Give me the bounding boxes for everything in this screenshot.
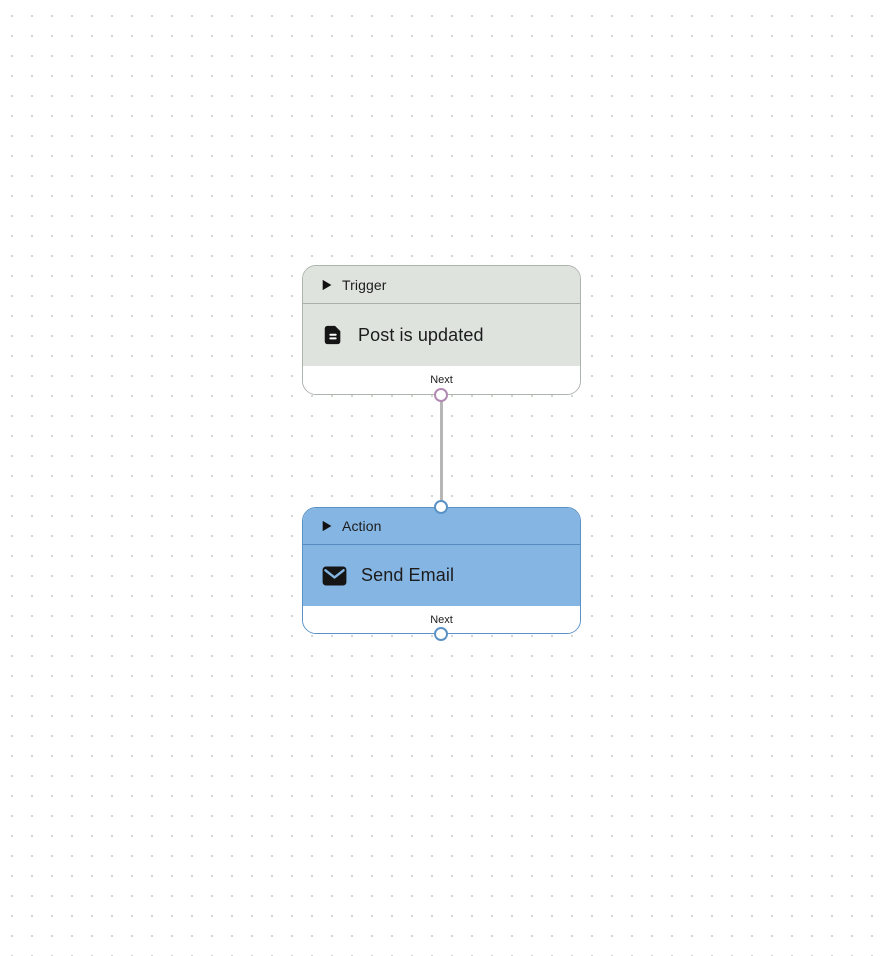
play-triangle-icon[interactable]	[322, 279, 332, 291]
trigger-next-label: Next	[430, 374, 453, 386]
action-input-port[interactable]	[434, 500, 448, 514]
action-type-label: Action	[342, 518, 382, 534]
action-title: Send Email	[361, 565, 455, 585]
trigger-node[interactable]: Trigger Post is updated Next	[302, 265, 581, 395]
action-node-body[interactable]: Send Email	[303, 545, 580, 606]
trigger-node-body[interactable]: Post is updated	[303, 304, 580, 366]
action-node[interactable]: Action Send Email Next	[302, 507, 581, 634]
action-output-port[interactable]	[434, 627, 448, 641]
action-next-label: Next	[430, 613, 453, 626]
trigger-type-label: Trigger	[342, 276, 387, 293]
action-node-header[interactable]: Action	[303, 508, 580, 545]
trigger-node-header[interactable]: Trigger	[303, 266, 580, 304]
document-icon	[322, 324, 344, 346]
envelope-icon	[322, 565, 347, 586]
play-triangle-icon[interactable]	[322, 520, 332, 532]
connection-edge[interactable]	[440, 395, 443, 507]
trigger-output-port[interactable]	[434, 388, 448, 402]
trigger-title: Post is updated	[358, 324, 484, 345]
